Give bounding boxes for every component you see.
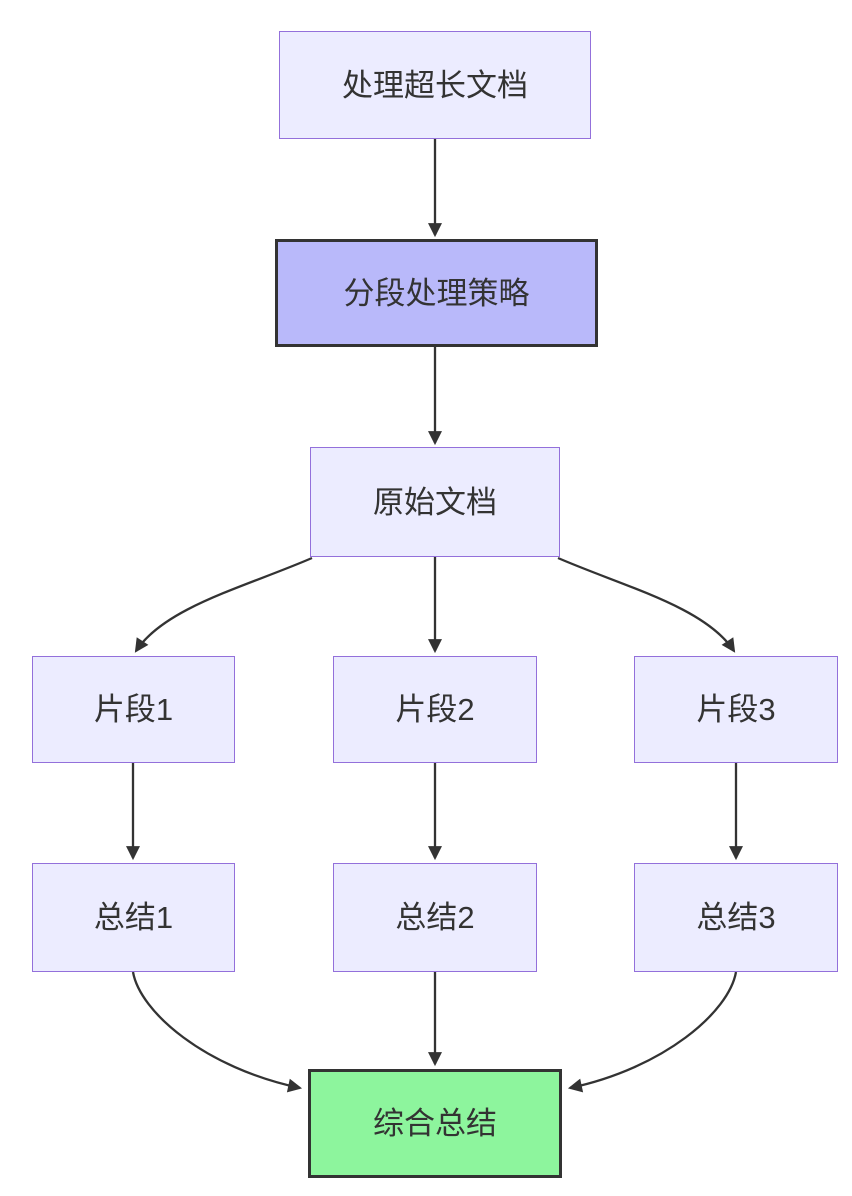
- node-fragment-2: 片段2: [333, 656, 537, 763]
- edge-original-to-fragment3: [557, 556, 736, 653]
- node-label: 总结1: [93, 900, 174, 935]
- node-label: 原始文档: [373, 484, 497, 520]
- node-fragment-1: 片段1: [32, 656, 235, 763]
- node-segment-strategy: 分段处理策略: [275, 239, 598, 347]
- node-label: 分段处理策略: [343, 275, 530, 311]
- node-fragment-3: 片段3: [634, 656, 838, 763]
- node-summary-2: 总结2: [333, 863, 537, 972]
- node-label: 总结2: [395, 900, 475, 935]
- node-summary-1: 总结1: [32, 863, 235, 972]
- node-summary-3: 总结3: [634, 863, 838, 972]
- node-final-summary: 综合总结: [308, 1069, 562, 1178]
- node-label: 总结3: [696, 900, 776, 935]
- edge-original-to-fragment1: [134, 556, 313, 653]
- edge-summary1-to-final: [131, 971, 303, 1093]
- node-label: 综合总结: [373, 1106, 497, 1141]
- node-label: 处理超长文档: [342, 67, 528, 103]
- node-original-document: 原始文档: [310, 447, 560, 557]
- node-label: 片段3: [696, 692, 776, 727]
- node-process-long-doc: 处理超长文档: [279, 31, 591, 139]
- node-label: 片段2: [395, 692, 475, 727]
- node-label: 片段1: [93, 692, 174, 727]
- edge-summary3-to-final: [567, 971, 738, 1093]
